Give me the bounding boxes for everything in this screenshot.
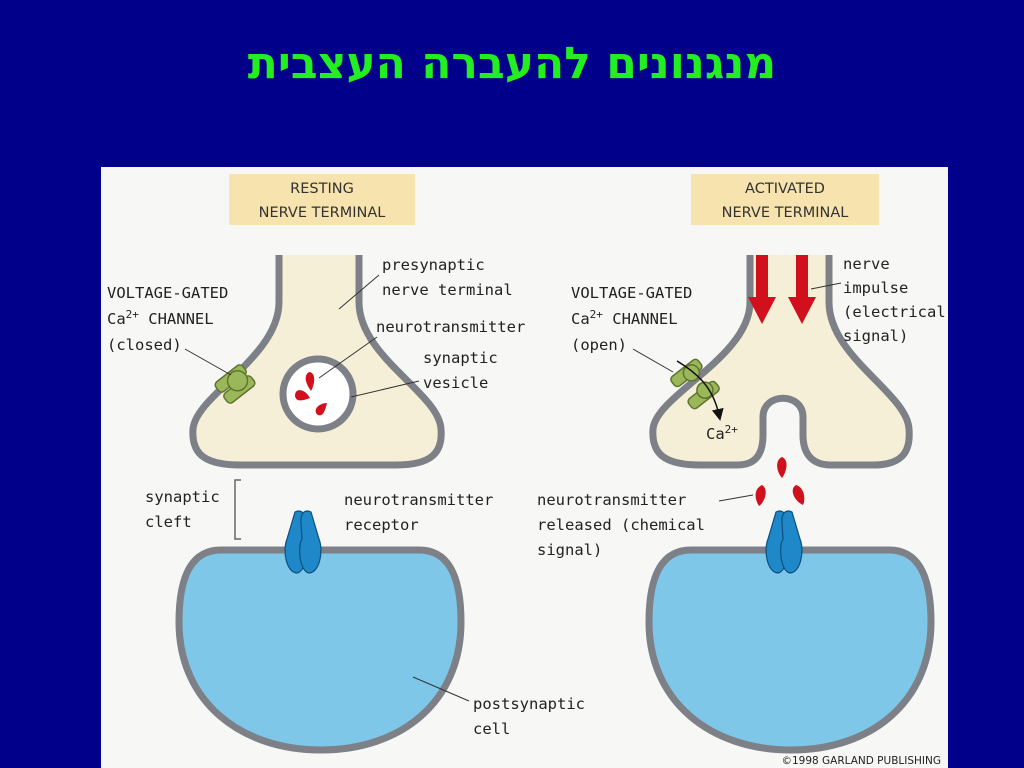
resting-postsynaptic-cell — [175, 546, 465, 754]
open-channel-label-line1: VOLTAGE-GATED — [571, 284, 692, 302]
channel-label-line2: Ca2+ CHANNEL — [107, 308, 214, 328]
neurotransmitter-receptor — [284, 510, 322, 574]
open-channel-state-label: (open) — [571, 336, 627, 354]
resting-header-line2: NERVE TERMINAL — [259, 205, 386, 221]
open-channel-label-line2: Ca2+ CHANNEL — [571, 308, 678, 328]
open-channel-leader-line — [632, 348, 674, 373]
closed-calcium-channel — [214, 364, 256, 404]
synaptic-vesicle — [279, 355, 357, 433]
slide-title: מנגנונים להעברה העצבית — [247, 38, 777, 89]
synapse-diagram: RESTING NERVE TERMINAL ACTIVATED NERVE T… — [107, 174, 946, 767]
activated-header-line2: NERVE TERMINAL — [722, 205, 849, 221]
activated-header-box — [691, 174, 879, 225]
neurotransmitter-molecule — [295, 390, 310, 401]
neurotransmitter-molecule — [305, 372, 315, 391]
resting-header-box — [229, 174, 415, 225]
postsynaptic-label-line1: postsynaptic — [473, 695, 585, 713]
nerve-impulse-arrows — [748, 255, 816, 324]
impulse-label-line2: impulse — [843, 279, 908, 297]
cleft-bracket — [234, 479, 241, 540]
neurotransmitter-leader-line — [318, 336, 378, 379]
vesicle-label-line1: synaptic — [423, 349, 498, 367]
presynaptic-leader-line — [338, 274, 380, 310]
impulse-label-line4: signal) — [843, 327, 908, 345]
postsynaptic-leader-line — [412, 676, 470, 702]
resting-header-line1: RESTING — [290, 181, 354, 197]
channel-leader-line — [184, 348, 232, 376]
activated-header-line1: ACTIVATED — [745, 181, 825, 197]
activated-postsynaptic-cell — [645, 546, 935, 754]
channel-label-line1: VOLTAGE-GATED — [107, 284, 228, 302]
postsynaptic-label-line2: cell — [473, 720, 510, 738]
calcium-influx-arrow — [676, 360, 724, 421]
neurotransmitter-receptor — [765, 510, 803, 574]
calcium-ion-label: Ca2+ — [706, 423, 738, 443]
neurotransmitter-molecule — [755, 485, 766, 506]
neurotransmitter-molecule — [792, 485, 805, 505]
cleft-label-line1: synaptic — [145, 488, 220, 506]
vesicle-leader-line — [350, 380, 420, 398]
channel-state-label: (closed) — [107, 336, 182, 354]
receptor-label-line2: receptor — [344, 516, 419, 534]
released-leader-line — [718, 494, 754, 502]
neurotransmitter-molecule — [777, 457, 787, 478]
receptor-label-line1: neurotransmitter — [344, 491, 493, 509]
released-label-line2: released (chemical — [537, 516, 705, 534]
copyright-label: ©1998 GARLAND PUBLISHING — [781, 755, 941, 767]
open-calcium-channel — [670, 358, 720, 410]
cleft-label-line2: cleft — [145, 513, 192, 531]
released-neurotransmitter — [755, 457, 805, 506]
impulse-leader-line — [810, 282, 842, 290]
presynaptic-label-line2: nerve terminal — [382, 281, 513, 299]
synapse-figure: RESTING NERVE TERMINAL ACTIVATED NERVE T… — [101, 167, 948, 768]
neurotransmitter-molecule — [315, 403, 327, 416]
impulse-label-line1: nerve — [843, 255, 890, 273]
presynaptic-label-line1: presynaptic — [382, 256, 485, 274]
vesicle-label-line2: vesicle — [423, 374, 488, 392]
neurotransmitter-label: neurotransmitter — [376, 318, 525, 336]
released-label-line1: neurotransmitter — [537, 491, 686, 509]
released-label-line3: signal) — [537, 541, 602, 559]
impulse-label-line3: (electrical — [843, 303, 946, 321]
